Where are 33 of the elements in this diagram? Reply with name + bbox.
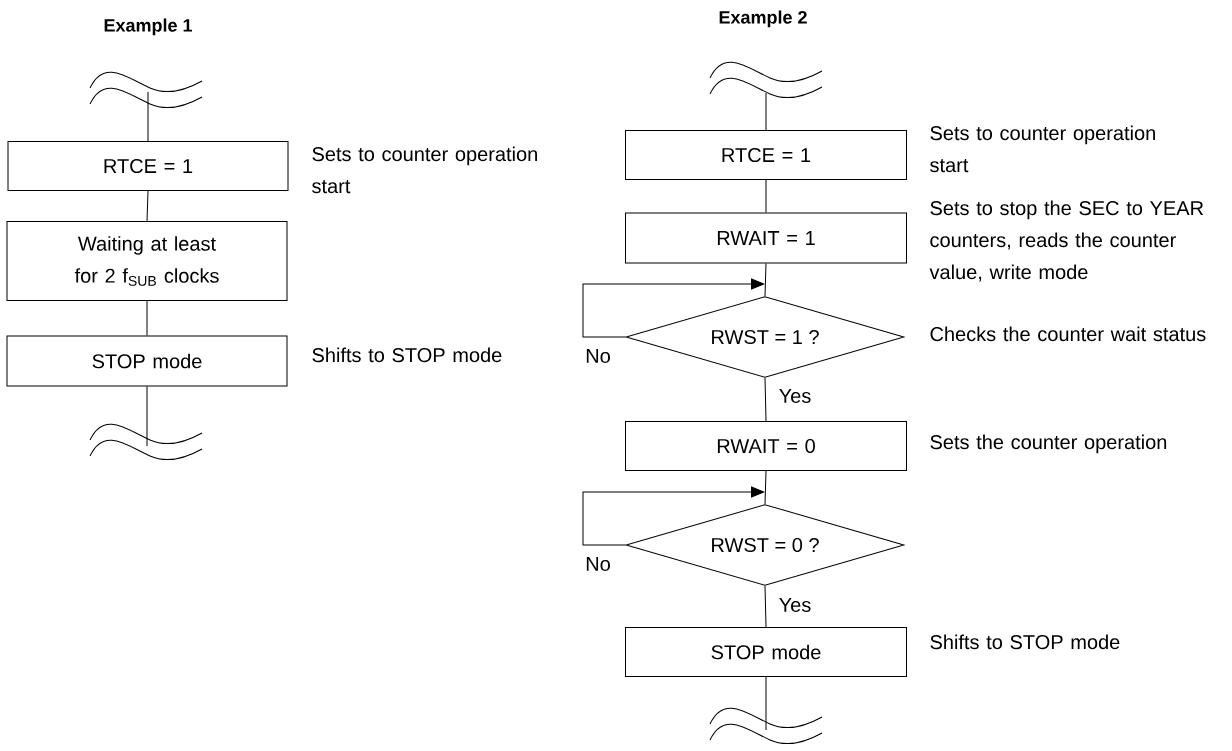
connector-line	[764, 263, 767, 297]
connector-line	[765, 676, 767, 731]
process-box: RTCE = 1	[7, 141, 289, 191]
note-text: Shifts to STOP mode	[930, 634, 1120, 650]
connector-line	[146, 386, 148, 447]
connector-line	[146, 300, 148, 336]
process-box: RWAIT = 0	[625, 421, 907, 471]
note-text: Sets to counter operation start	[312, 146, 537, 194]
connector-line	[764, 585, 767, 628]
note-text: Shifts to STOP mode	[312, 347, 502, 363]
edge-label: No	[584, 556, 612, 572]
arrow	[582, 278, 765, 338]
connector-line	[146, 190, 149, 222]
note-text: Sets the counter operation	[930, 434, 1167, 454]
edge-label: Yes	[777, 388, 813, 404]
heading: Example 1	[104, 18, 192, 36]
edge-label: No	[584, 348, 612, 364]
connector-line	[765, 179, 767, 213]
process-box: STOP mode	[6, 335, 288, 387]
note-text: Checks the counter wait status	[930, 326, 1206, 342]
note-text: Sets to stop the SEC to YEAR counters, reads the counter value, write mode	[929, 200, 1204, 282]
process-box: RWAIT = 1	[625, 212, 907, 264]
process-box: RTCE = 1	[625, 130, 907, 180]
process-box: STOP mode	[625, 627, 907, 677]
connector-line	[764, 470, 767, 505]
heading: Example 2	[719, 10, 807, 28]
process-box: Waiting at least for 2 f$_{SUB}$ clocks	[6, 221, 288, 301]
arrow	[582, 486, 765, 546]
connector-line	[147, 91, 149, 142]
note-text: Sets to counter operation start	[930, 125, 1155, 173]
connector-line	[764, 377, 767, 422]
edge-label: Yes	[777, 597, 813, 613]
connector-line	[765, 92, 767, 131]
